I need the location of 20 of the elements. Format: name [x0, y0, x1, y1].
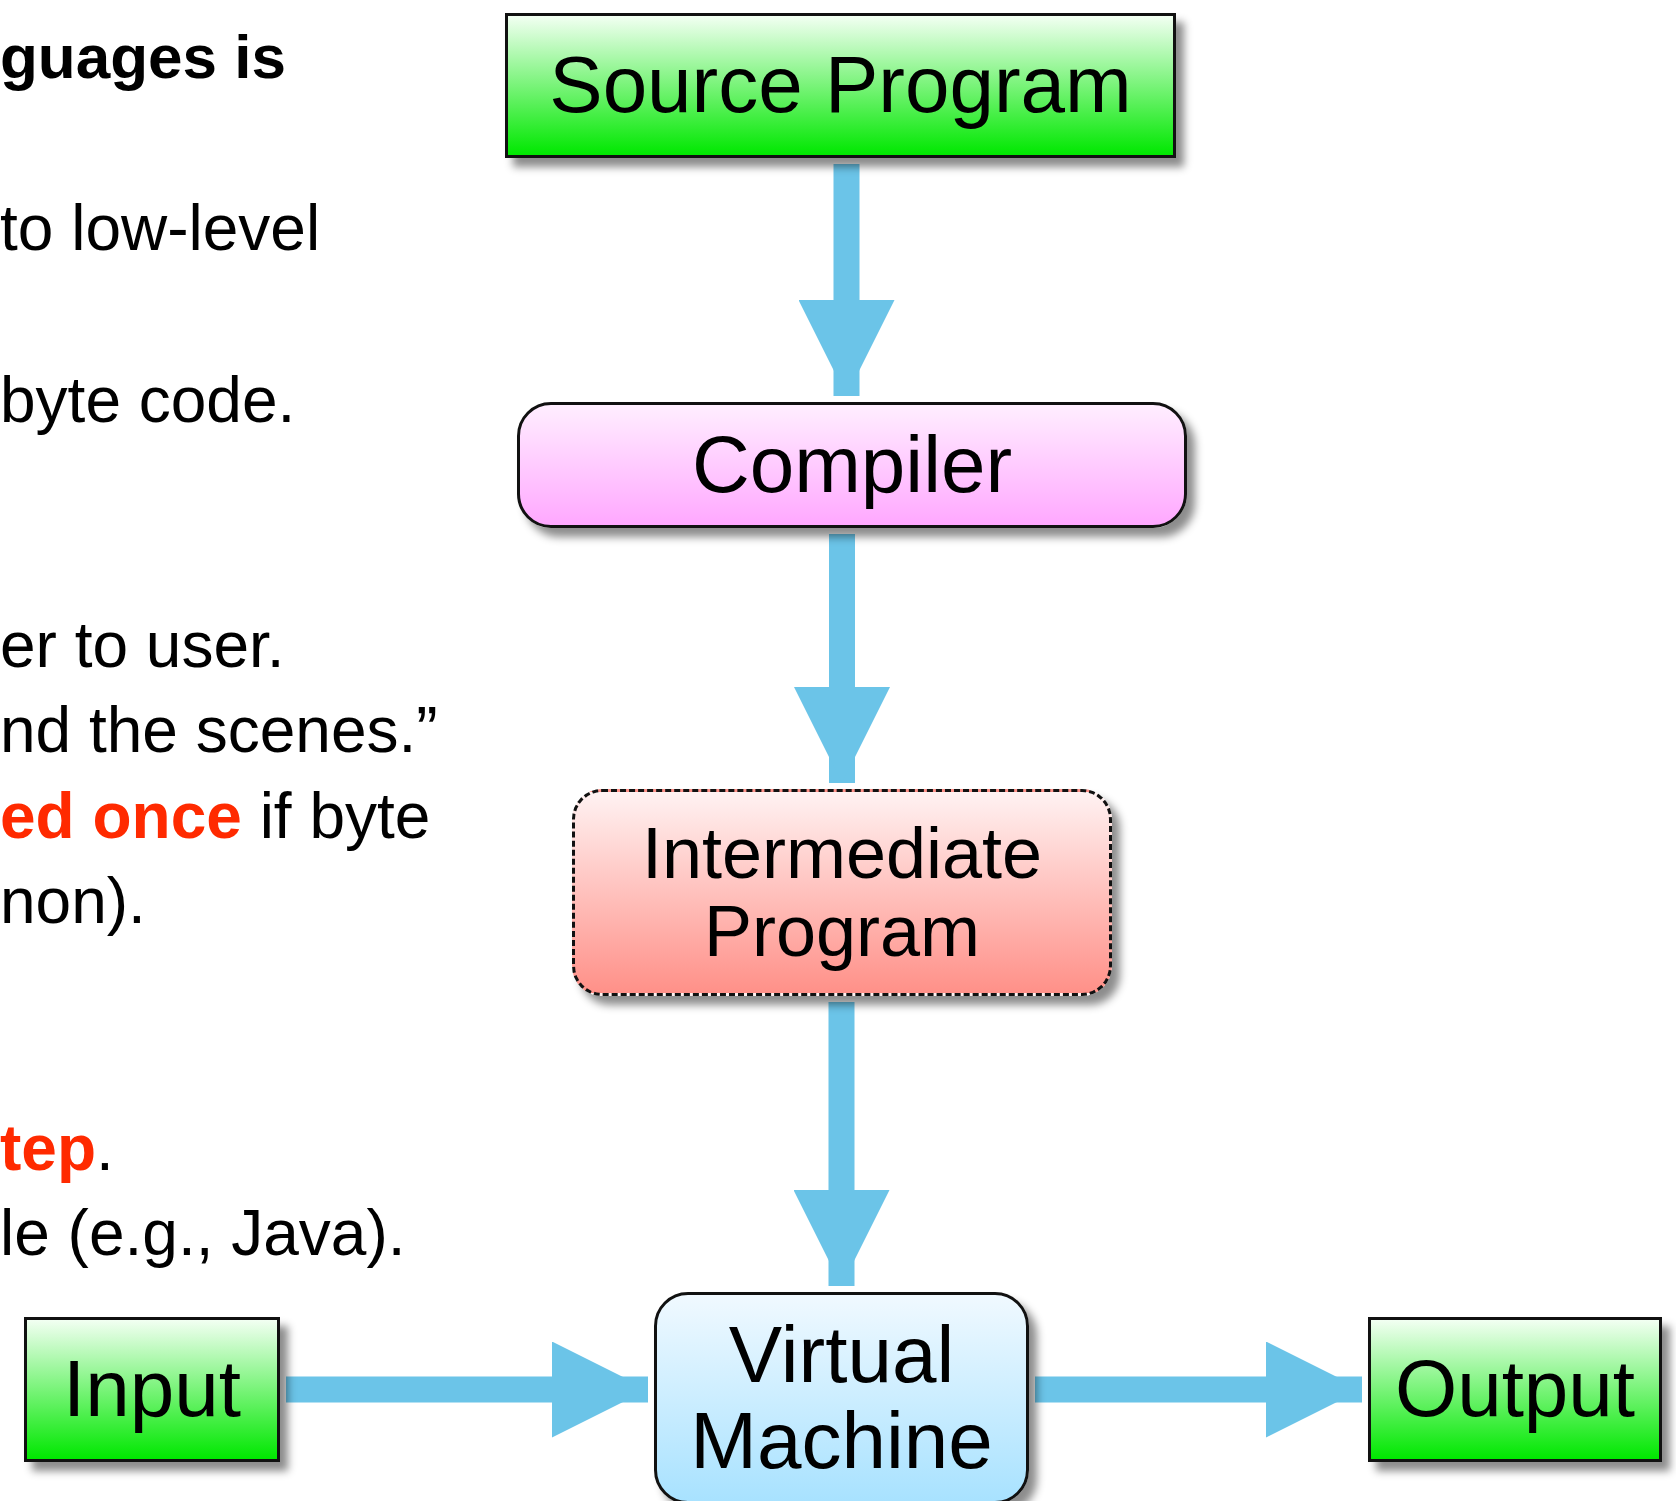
- arrow: [793, 1002, 890, 1286]
- input-box: [24, 1317, 280, 1462]
- process-box: [505, 13, 1176, 158]
- arrow: [1035, 1341, 1362, 1438]
- output-box: [1368, 1317, 1662, 1462]
- note-text: to low-level: [0, 196, 321, 260]
- node-label: Compiler: [691, 421, 1013, 509]
- process-box: [517, 402, 1187, 528]
- arrow: [286, 1341, 648, 1438]
- node-label: Intermediate Program: [640, 814, 1044, 971]
- node-label: Virtual Machine: [689, 1311, 994, 1485]
- note-text: er to user.: [0, 613, 285, 677]
- arrow: [798, 164, 895, 396]
- node-label: Output: [1394, 1346, 1636, 1433]
- node-label: Source Program: [549, 42, 1132, 129]
- process-box: [654, 1292, 1029, 1501]
- node-label: Input: [63, 1346, 241, 1433]
- note-text: nd the scenes.”: [0, 698, 438, 762]
- process-box: [572, 789, 1112, 996]
- arrow: [794, 534, 890, 783]
